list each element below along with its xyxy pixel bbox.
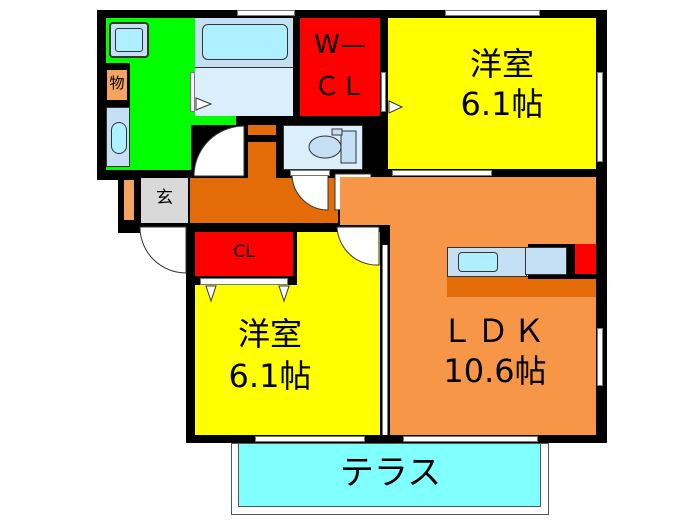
ldk-size: 10.6帖 bbox=[443, 352, 547, 390]
washing-machine-icon bbox=[109, 22, 149, 58]
sliding-partition[interactable] bbox=[382, 245, 388, 435]
door-toilet-sill bbox=[290, 170, 330, 176]
walk-in-closet: W— ＣＬ bbox=[300, 18, 380, 116]
wcl-label-1: W— bbox=[314, 30, 366, 60]
washroom-door-icon[interactable] bbox=[192, 124, 247, 179]
toilet-door-icon[interactable] bbox=[290, 172, 340, 212]
wcl-door[interactable] bbox=[381, 72, 386, 112]
entrance: 玄 bbox=[141, 178, 188, 223]
bathtub-icon bbox=[195, 18, 293, 68]
hallway-north bbox=[248, 125, 276, 180]
closet: CL bbox=[195, 232, 293, 276]
terrace-label: テラス bbox=[339, 453, 442, 493]
refrigerator bbox=[575, 244, 596, 274]
bedroom-north: 洋室 6.1帖 bbox=[388, 18, 596, 169]
ldk bbox=[390, 177, 596, 435]
closet-label: CL bbox=[233, 242, 255, 262]
kitchen-counter-right bbox=[525, 247, 567, 275]
bedroom-north-name: 洋室 bbox=[469, 45, 534, 83]
bedroom-north-door-arrow-icon bbox=[388, 100, 404, 114]
bath-door[interactable] bbox=[190, 72, 195, 112]
hall-wall-bit bbox=[248, 135, 276, 142]
window-bedroom-north-top[interactable] bbox=[445, 10, 540, 16]
window-bedroom-north-bottom[interactable] bbox=[392, 170, 492, 176]
bath-door-arrow-icon bbox=[195, 97, 213, 111]
terrace: テラス bbox=[238, 443, 541, 507]
bedroom-north-size: 6.1帖 bbox=[460, 85, 544, 123]
entrance-shoe-storage bbox=[124, 180, 134, 220]
ldk-name: ＬＤＫ bbox=[440, 312, 549, 350]
window-ldk-bottom[interactable] bbox=[403, 436, 538, 442]
storage-label: 物 bbox=[109, 74, 125, 92]
window-ldk-right[interactable] bbox=[597, 328, 603, 386]
entrance-door-icon[interactable] bbox=[138, 225, 190, 275]
kitchen-counter-shadow bbox=[447, 275, 596, 297]
bedroom-south-name: 洋室 bbox=[237, 315, 302, 353]
window-bedroom-north-right[interactable] bbox=[597, 72, 603, 162]
bedroom-south-size: 6.1帖 bbox=[228, 357, 312, 395]
bedroom-south bbox=[195, 285, 380, 435]
kitchen-sink-icon bbox=[458, 252, 498, 272]
closet-door-arrow-icon bbox=[205, 285, 290, 303]
bedroom-south-door-icon[interactable] bbox=[335, 225, 381, 267]
entrance-label: 玄 bbox=[156, 188, 173, 208]
storage: 物 bbox=[107, 70, 127, 100]
window-bath[interactable] bbox=[237, 10, 295, 16]
toilet-icon bbox=[308, 128, 357, 164]
sink-icon bbox=[106, 107, 130, 167]
closet-door[interactable] bbox=[200, 278, 288, 285]
ldk-upper bbox=[340, 177, 400, 225]
wcl-label-2: ＣＬ bbox=[313, 72, 366, 102]
window-bedroom-south-bottom[interactable] bbox=[255, 436, 365, 442]
